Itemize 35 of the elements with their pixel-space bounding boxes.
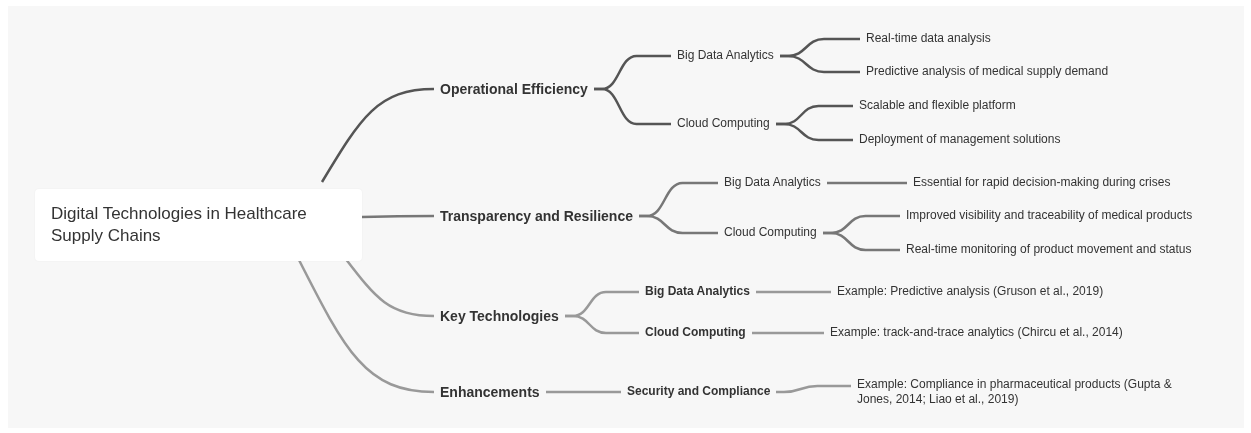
subtopic-label: Cloud Computing <box>645 325 746 341</box>
branch-connector <box>776 384 851 394</box>
leaf-text: Real-time monitoring of product movement and status <box>906 242 1192 258</box>
branch-connector <box>546 390 621 394</box>
leaf-text: Example: Predictive analysis (Gruson et al., 2019) <box>837 284 1104 300</box>
branch-connector <box>823 231 900 252</box>
branch-connector <box>780 54 860 74</box>
branch-topic: Enhancements <box>440 383 540 402</box>
leaf-text: Predictive analysis of medical supply demand <box>866 64 1109 80</box>
branch-connector <box>756 290 831 294</box>
branch-connector <box>752 331 824 335</box>
branch-connector <box>639 214 718 235</box>
leaf-text: Example: Compliance in pharmaceutical products (Gupta & Jones, 2014; Liao et al., 2019) <box>857 376 1187 408</box>
subtopic-label: Big Data Analytics <box>677 48 774 64</box>
subtopic-label: Big Data Analytics <box>724 175 821 191</box>
leaf-text: Real-time data analysis <box>866 31 991 47</box>
leaf-text: Example: track-and-trace analytics (Chircu et al., 2014) <box>830 325 1160 341</box>
subtopic-label: Security and Compliance <box>627 384 771 400</box>
branch-connector <box>320 87 435 183</box>
branch-connector <box>827 181 907 185</box>
leaf-text: Improved visibility and traceability of medical products <box>906 208 1193 224</box>
branch-connector <box>565 314 639 335</box>
leaf-text: Deployment of management solutions <box>859 132 1061 148</box>
subtopic-label: Big Data Analytics <box>645 284 750 300</box>
branch-connector <box>776 122 853 142</box>
branch-topic: Key Technologies <box>440 307 559 326</box>
branch-connector <box>361 214 434 219</box>
branch-connector <box>594 87 671 126</box>
leaf-text: Essential for rapid decision-making during crises <box>913 175 1171 191</box>
subtopic-label: Cloud Computing <box>677 116 770 132</box>
branch-topic: Operational Efficiency <box>440 80 588 99</box>
branch-topic: Transparency and Resilience <box>440 207 633 226</box>
leaf-text: Scalable and flexible platform <box>859 98 1016 114</box>
subtopic-label: Cloud Computing <box>724 225 817 241</box>
root-topic-box: Digital Technologies in Healthcare Supply Chains <box>35 189 362 262</box>
